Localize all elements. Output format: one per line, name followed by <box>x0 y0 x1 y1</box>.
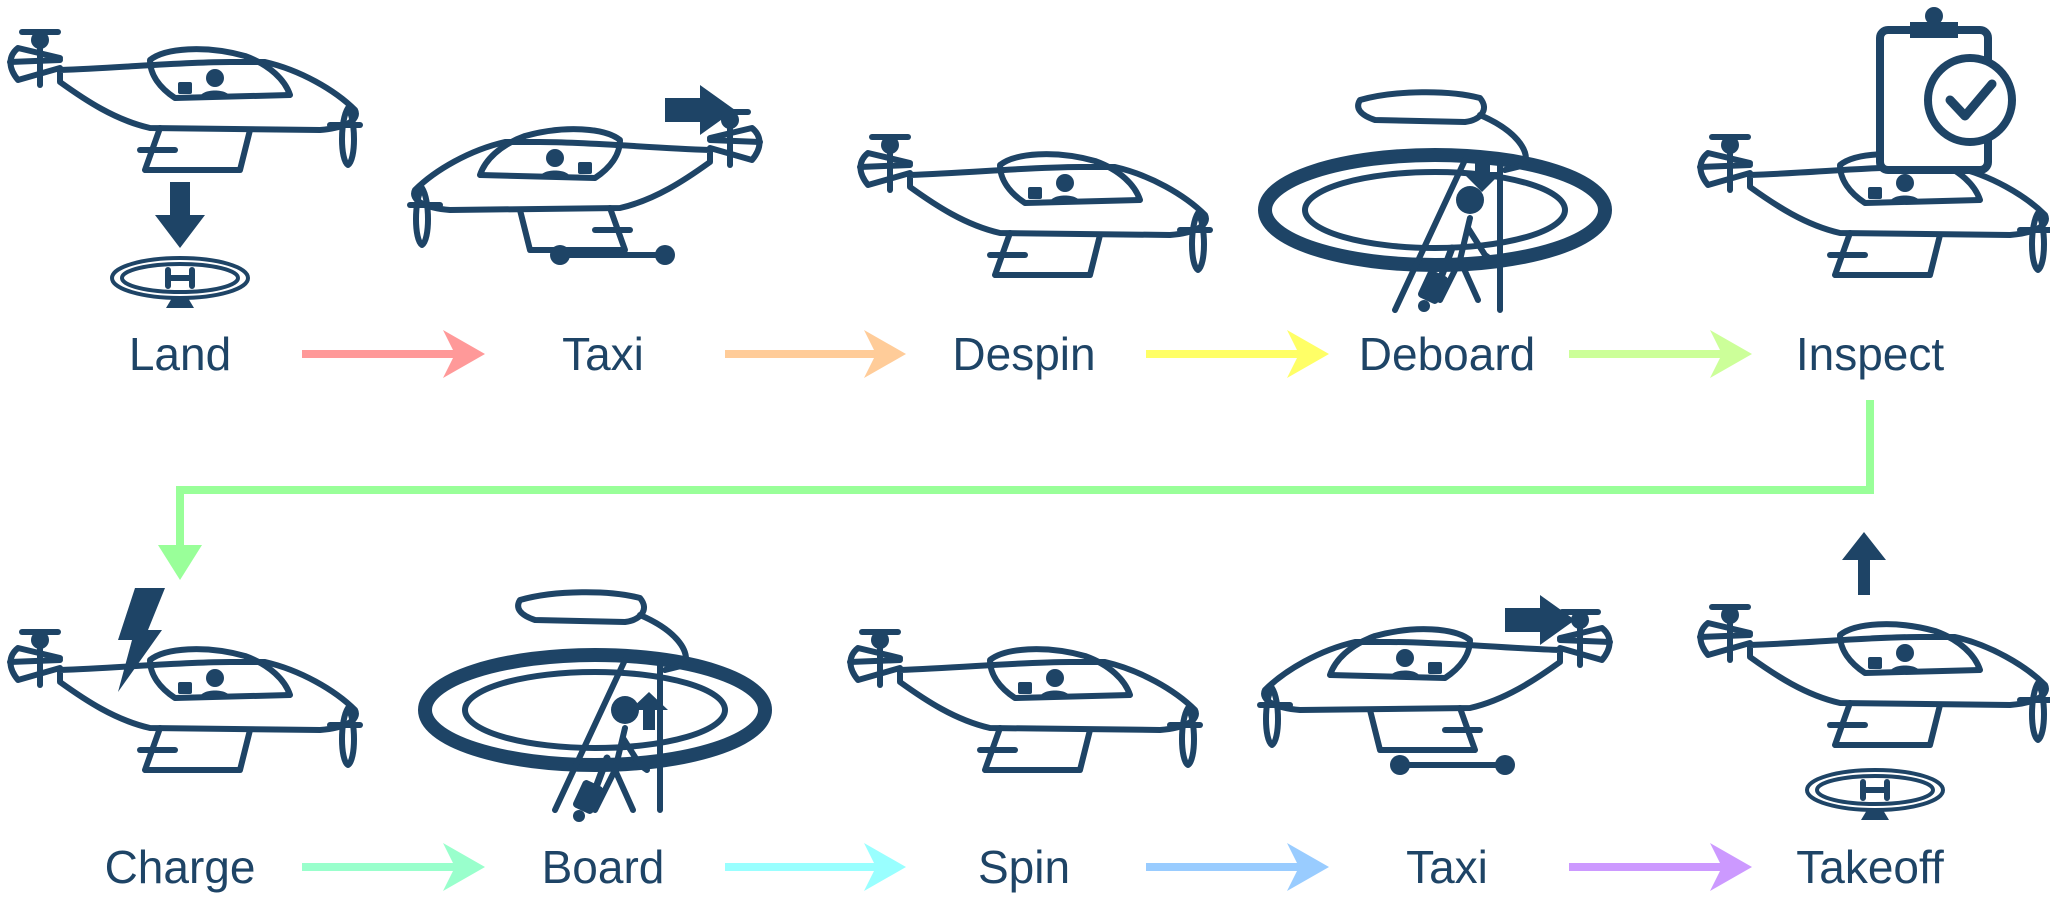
flow-arrowhead-5 <box>443 843 485 891</box>
vtol-despin-icon <box>860 136 1210 275</box>
passenger-board-icon <box>425 592 765 822</box>
vtol-landing-icon <box>10 31 360 308</box>
step-label-despin-2: Despin <box>952 328 1095 380</box>
flow-arrowhead-4 <box>1710 330 1752 378</box>
step-label-takeoff-9: Takeoff <box>1796 841 1944 893</box>
vtol-taxi-icon <box>410 85 760 265</box>
step-label-board-6: Board <box>542 841 665 893</box>
vtol-taxi-icon <box>1260 595 1610 775</box>
flow-arrowhead-7 <box>1287 843 1329 891</box>
step-label-spin-7: Spin <box>978 841 1070 893</box>
step-label-deboard-3: Deboard <box>1359 328 1535 380</box>
step-label-taxi-1: Taxi <box>562 328 644 380</box>
flow-arrowhead-6 <box>864 843 906 891</box>
flow-arrows <box>302 330 1752 891</box>
vtol-takeoff-icon <box>1700 532 2050 820</box>
vtol-spin-icon <box>850 631 1200 770</box>
clipboard-check-icon <box>1700 7 2050 275</box>
flow-arrowhead-3 <box>1287 330 1329 378</box>
step-label-land-0: Land <box>129 328 231 380</box>
step-label-charge-5: Charge <box>105 841 256 893</box>
flow-arrowhead-1 <box>443 330 485 378</box>
connector-arrowhead <box>158 545 202 580</box>
connector-inspect-to-charge <box>176 400 1874 560</box>
step-label-taxi-8: Taxi <box>1406 841 1488 893</box>
step-label-inspect-4: Inspect <box>1796 328 1945 380</box>
passenger-deboard-icon <box>1265 92 1605 312</box>
flow-arrowhead-2 <box>864 330 906 378</box>
lightning-bolt-icon <box>10 588 360 770</box>
flow-arrowhead-8 <box>1710 843 1752 891</box>
